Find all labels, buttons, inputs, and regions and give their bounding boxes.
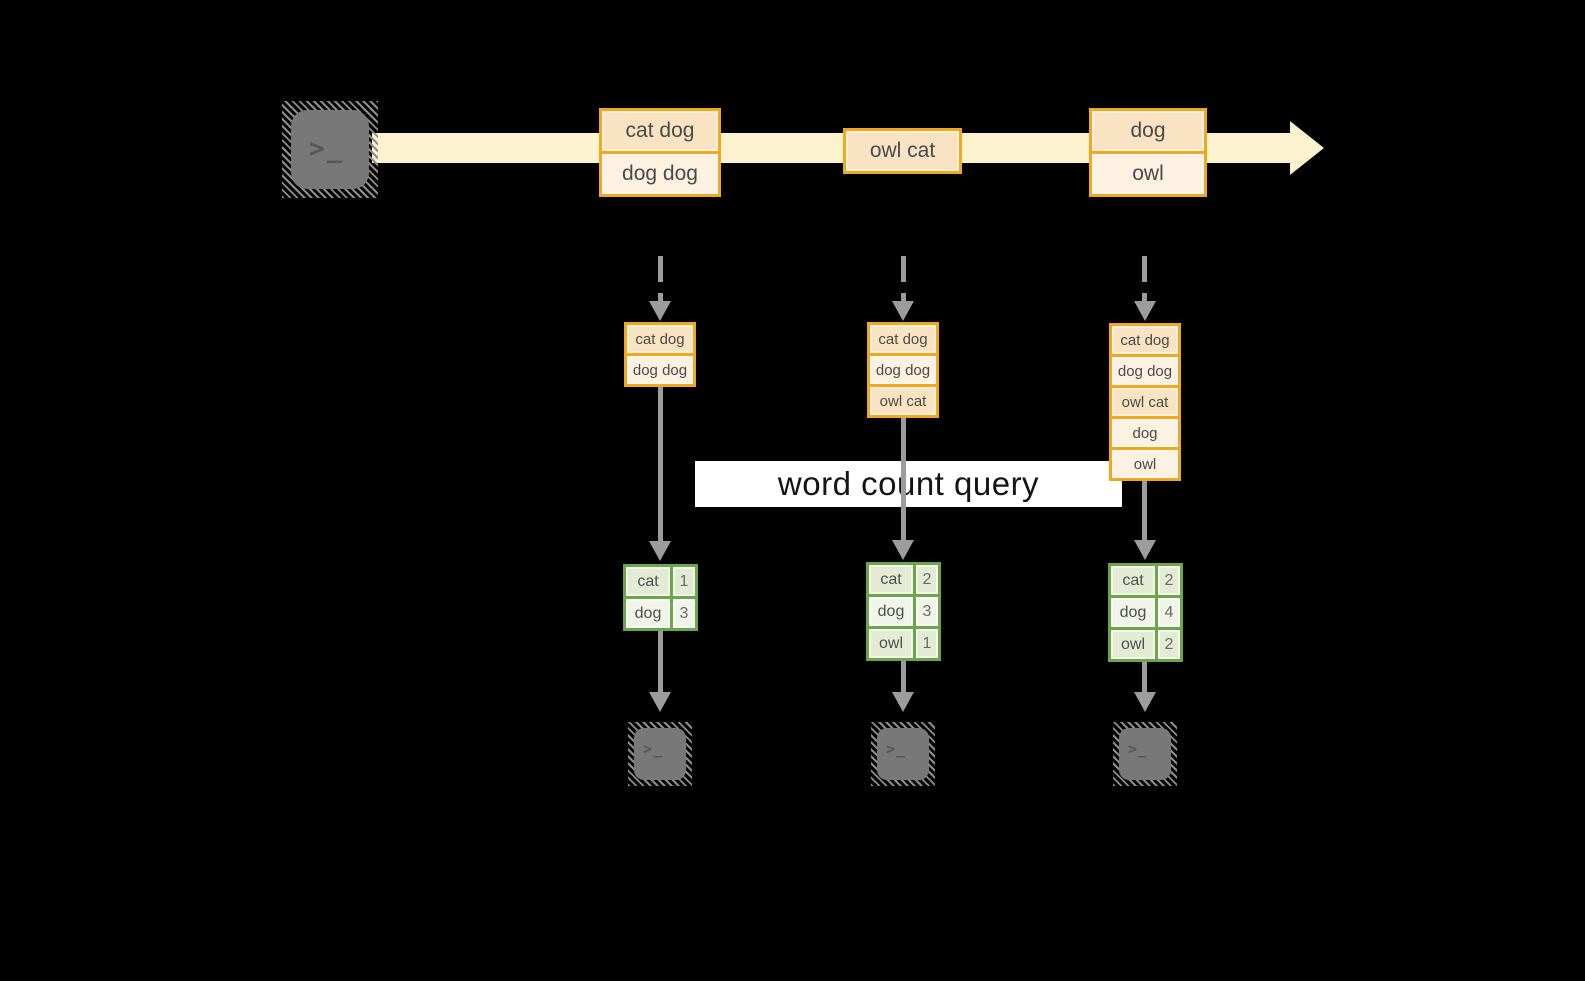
input-buffer-3: cat dog dog dog owl cat dog owl xyxy=(1109,323,1181,481)
input-record: cat dog xyxy=(870,325,936,353)
table-row: dog 3 xyxy=(626,599,695,628)
terminal-screen: >_ xyxy=(1119,728,1171,780)
count-cell: 4 xyxy=(1158,598,1180,627)
stream-record: cat dog xyxy=(602,111,718,151)
table-row: cat 1 xyxy=(626,567,695,596)
terminal-prompt-icon: >_ xyxy=(643,740,664,758)
input-record: owl cat xyxy=(870,387,936,415)
source-terminal-icon: >_ xyxy=(282,101,378,198)
input-record: cat dog xyxy=(627,325,693,353)
query-arrow-line xyxy=(1142,479,1147,542)
count-cell: 3 xyxy=(673,599,695,628)
query-arrowhead-icon xyxy=(649,541,671,561)
input-record: cat dog xyxy=(1112,326,1178,354)
count-cell: 2 xyxy=(916,565,938,594)
count-cell: 3 xyxy=(916,597,938,626)
stream-record: dog dog xyxy=(602,154,718,194)
output-arrowhead-icon xyxy=(892,692,914,712)
input-record: owl cat xyxy=(1112,388,1178,416)
count-cell: 1 xyxy=(916,629,938,658)
ingest-arrow-dashed-line xyxy=(1142,256,1147,302)
query-arrow-line xyxy=(901,416,906,542)
word-cell: dog xyxy=(626,599,670,628)
query-label-text: word count query xyxy=(777,465,1040,502)
ingest-arrowhead-icon xyxy=(892,301,914,321)
output-arrow-line xyxy=(658,631,663,693)
word-cell: dog xyxy=(869,597,913,626)
word-cell: cat xyxy=(626,567,670,596)
table-row: cat 2 xyxy=(1111,566,1180,595)
result-table-3: cat 2 dog 4 owl 2 xyxy=(1108,563,1183,662)
output-arrow-line xyxy=(1142,662,1147,693)
input-record: dog xyxy=(1112,419,1178,447)
sink-terminal-icon: >_ xyxy=(871,722,935,786)
count-cell: 2 xyxy=(1158,630,1180,659)
result-table-1: cat 1 dog 3 xyxy=(623,564,698,631)
word-cell: owl xyxy=(1111,630,1155,659)
word-cell: cat xyxy=(869,565,913,594)
count-cell: 2 xyxy=(1158,566,1180,595)
table-row: owl 1 xyxy=(869,629,938,658)
stream-record: owl cat xyxy=(846,131,959,171)
ingest-arrowhead-icon xyxy=(649,301,671,321)
table-row: cat 2 xyxy=(869,565,938,594)
sink-terminal-icon: >_ xyxy=(1113,722,1177,786)
query-arrowhead-icon xyxy=(892,540,914,560)
input-record: owl xyxy=(1112,450,1178,478)
stream-batch-2: owl cat xyxy=(843,128,962,174)
input-record: dog dog xyxy=(870,356,936,384)
table-row: dog 3 xyxy=(869,597,938,626)
stream-record: dog xyxy=(1092,111,1204,151)
table-row: owl 2 xyxy=(1111,630,1180,659)
word-cell: owl xyxy=(869,629,913,658)
terminal-screen: >_ xyxy=(291,110,369,189)
terminal-prompt-icon: >_ xyxy=(886,740,907,758)
input-buffer-1: cat dog dog dog xyxy=(624,322,696,387)
output-arrowhead-icon xyxy=(1134,692,1156,712)
stream-batch-3: dog owl xyxy=(1089,108,1207,197)
input-record: dog dog xyxy=(627,356,693,384)
input-buffer-2: cat dog dog dog owl cat xyxy=(867,322,939,418)
output-arrowhead-icon xyxy=(649,692,671,712)
stream-record: owl xyxy=(1092,154,1204,194)
input-record: dog dog xyxy=(1112,357,1178,385)
terminal-screen: >_ xyxy=(634,728,686,780)
query-arrow-line xyxy=(658,385,663,542)
ingest-arrow-dashed-line xyxy=(658,256,663,302)
count-cell: 1 xyxy=(673,567,695,596)
terminal-prompt-icon: >_ xyxy=(1128,740,1149,758)
terminal-screen: >_ xyxy=(877,728,929,780)
table-row: dog 4 xyxy=(1111,598,1180,627)
stream-arrowhead-icon xyxy=(1290,121,1324,175)
stream-batch-1: cat dog dog dog xyxy=(599,108,721,197)
query-label: word count query xyxy=(695,461,1122,507)
word-cell: dog xyxy=(1111,598,1155,627)
ingest-arrowhead-icon xyxy=(1134,301,1156,321)
output-arrow-line xyxy=(901,661,906,693)
result-table-2: cat 2 dog 3 owl 1 xyxy=(866,562,941,661)
query-arrowhead-icon xyxy=(1134,540,1156,560)
sink-terminal-icon: >_ xyxy=(628,722,692,786)
word-cell: cat xyxy=(1111,566,1155,595)
ingest-arrow-dashed-line xyxy=(901,256,906,302)
terminal-prompt-icon: >_ xyxy=(309,134,345,164)
